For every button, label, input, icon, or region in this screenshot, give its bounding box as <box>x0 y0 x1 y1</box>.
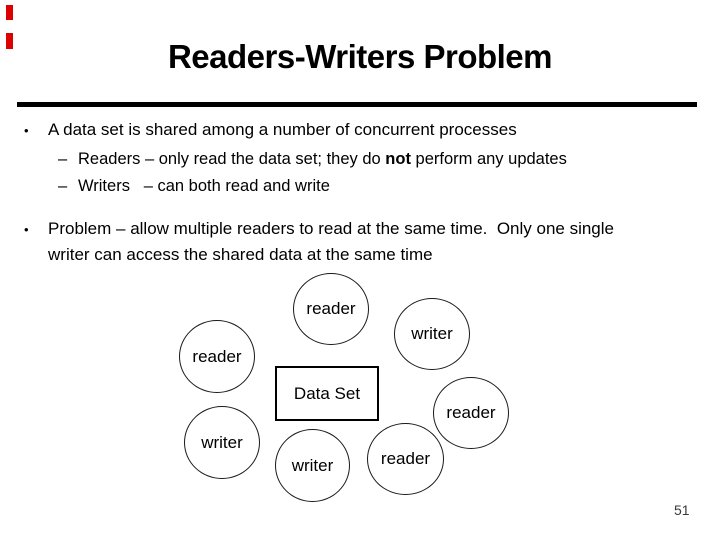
process-circle-writer-bottom-left: writer <box>184 406 260 479</box>
title-divider-rule <box>17 102 697 107</box>
process-circle-writer-bottom-center: writer <box>275 429 350 502</box>
sub-bullet-readers-line: –Readers – only read the data set; they … <box>58 148 567 170</box>
process-circle-reader-left: reader <box>179 320 255 393</box>
sub-bullet-readers-text-bold: not <box>385 150 411 168</box>
bullet-1-line: • A data set is shared among a number of … <box>24 119 517 142</box>
sub-bullet-writers-text: Writers – can both read and write <box>78 177 330 195</box>
sub-bullet-writers-line: –Writers – can both read and write <box>58 175 330 197</box>
bullet-1-text: A data set is shared among a number of c… <box>48 120 517 139</box>
sub-bullet-readers-text-post: perform any updates <box>410 150 567 168</box>
sub-bullet-readers-text-pre: Readers – only read the data set; they d… <box>78 150 386 168</box>
red-accent-mark-top <box>6 5 13 20</box>
process-circle-writer-top-right: writer <box>394 298 470 370</box>
red-accent-mark-bottom <box>6 33 13 49</box>
bullet-2-line-2: writer can access the shared data at the… <box>48 244 433 266</box>
dash-glyph: – <box>58 177 68 195</box>
bullet-glyph: • <box>24 222 29 237</box>
bullet-2-text-line-2: writer can access the shared data at the… <box>48 245 433 264</box>
bullet-glyph: • <box>24 123 29 138</box>
process-circle-reader-top: reader <box>293 273 369 345</box>
page-number: 51 <box>674 502 690 518</box>
process-circle-reader-right: reader <box>433 377 509 449</box>
process-circle-reader-bottom-right: reader <box>367 423 444 495</box>
dash-glyph: – <box>58 150 68 168</box>
bullet-2-line-1: • Problem – allow multiple readers to rea… <box>24 218 614 241</box>
slide-title: Readers-Writers Problem <box>167 38 553 75</box>
data-set-box: Data Set <box>275 366 379 421</box>
bullet-2-text-line-1: Problem – allow multiple readers to read… <box>48 219 614 238</box>
